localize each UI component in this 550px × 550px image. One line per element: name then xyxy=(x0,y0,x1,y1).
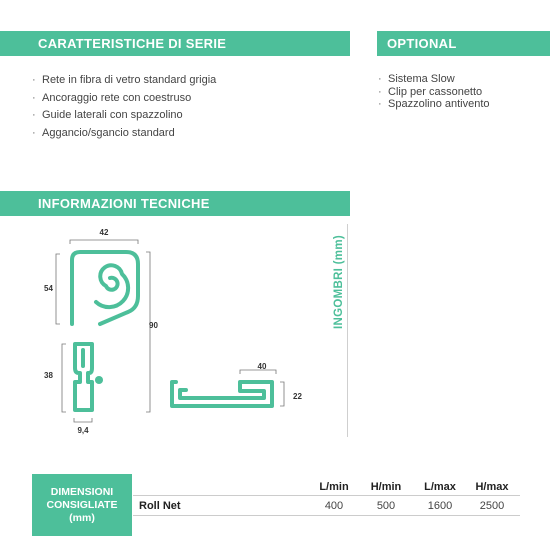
optional-item: Spazzolino antivento xyxy=(378,98,490,111)
header-h-max: H/max xyxy=(475,481,509,493)
dimensions-vertical-label: INGOMBRI (mm) xyxy=(333,235,346,329)
side-guide-profile xyxy=(73,342,94,412)
value-h-min: 500 xyxy=(376,500,396,512)
table-divider xyxy=(133,515,520,516)
feature-item: Guide laterali con spazzolino xyxy=(32,107,216,125)
section-header-features: CARATTERISTICHE DI SERIE xyxy=(0,31,350,56)
header-l-min: L/min xyxy=(319,481,349,493)
header-l-max: L/max xyxy=(424,481,456,493)
cassette-profile xyxy=(70,250,140,326)
optional-list: Sistema Slow Clip per cassonetto Spazzol… xyxy=(378,73,490,111)
value-l-min: 400 xyxy=(324,500,344,512)
feature-item: Rete in fibra di vetro standard grigia xyxy=(32,72,216,90)
dim-width-guide: 9,4 xyxy=(77,426,89,435)
dim-height-guide: 38 xyxy=(44,371,53,380)
bottom-profile xyxy=(170,380,274,408)
value-l-max: 1600 xyxy=(427,500,453,512)
dim-width-profile: 40 xyxy=(258,362,267,371)
optional-item: Sistema Slow xyxy=(378,73,490,86)
recommended-dimensions-label: DIMENSIONI CONSIGLIATE (mm) xyxy=(32,474,132,536)
cassette-roll-spiral xyxy=(94,263,131,310)
dim-height-profile: 22 xyxy=(293,392,302,401)
feature-item: Aggancio/sgancio standard xyxy=(32,125,216,143)
table-divider xyxy=(133,495,520,496)
features-list: Rete in fibra di vetro standard grigia A… xyxy=(32,72,216,143)
section-header-tech: INFORMAZIONI TECNICHE xyxy=(0,191,350,216)
dim-height-total: 90 xyxy=(149,321,158,330)
section-header-optional: OPTIONAL xyxy=(377,31,550,56)
guide-clip xyxy=(95,376,103,384)
header-h-min: H/min xyxy=(370,481,402,493)
value-h-max: 2500 xyxy=(479,500,505,512)
technical-drawing: 42 54 90 38 9,4 40 22 xyxy=(44,228,302,435)
optional-item: Clip per cassonetto xyxy=(378,86,490,99)
table-row-label: Roll Net xyxy=(139,500,181,512)
dim-width-top: 42 xyxy=(100,228,109,237)
vertical-divider xyxy=(347,224,348,437)
tech-title: INFORMAZIONI TECNICHE xyxy=(38,196,210,211)
features-title: CARATTERISTICHE DI SERIE xyxy=(38,36,227,51)
dim-height-box: 54 xyxy=(44,284,53,293)
optional-title: OPTIONAL xyxy=(387,36,457,51)
feature-item: Ancoraggio rete con coestruso xyxy=(32,90,216,108)
